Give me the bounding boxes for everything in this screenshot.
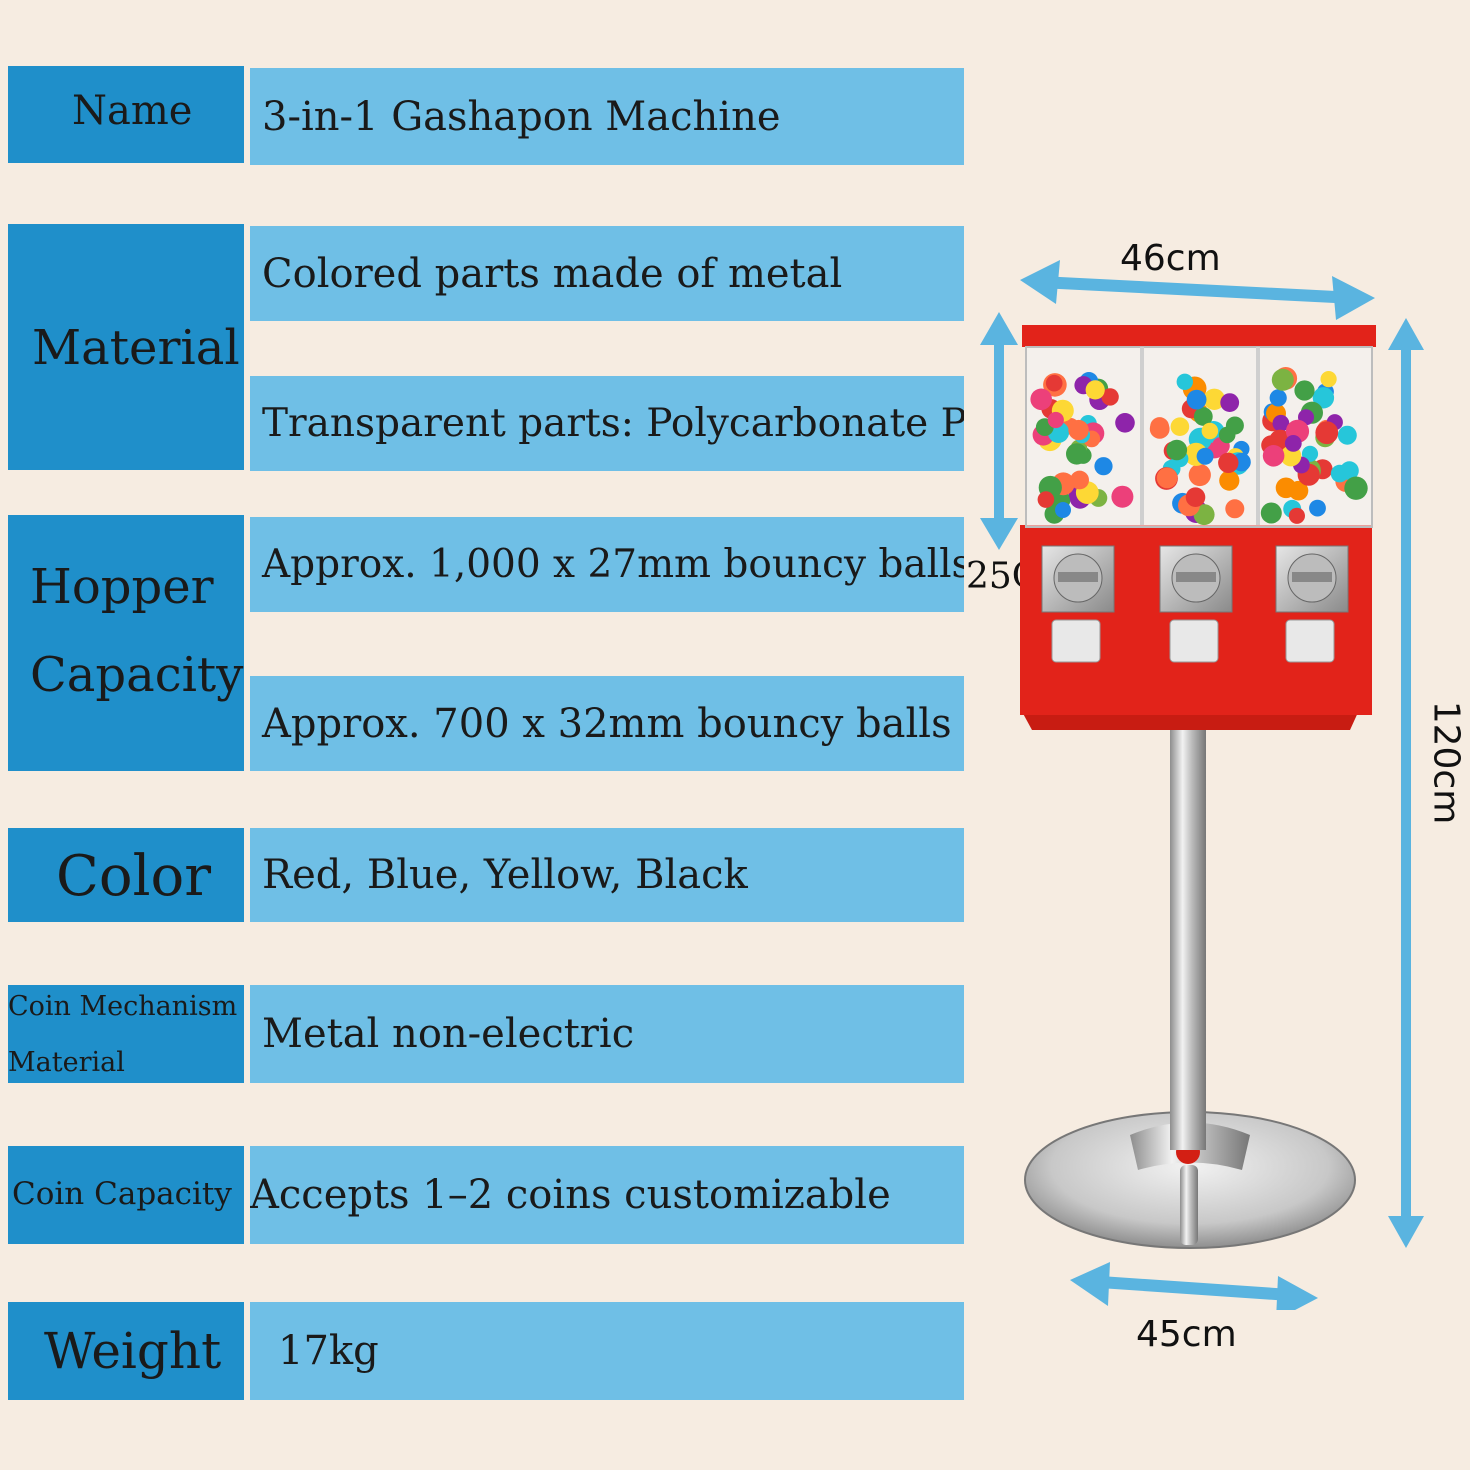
bouncy-ball [1085, 380, 1105, 400]
bouncy-ball [1269, 389, 1287, 407]
hopper-height-arrow [980, 312, 1018, 550]
bouncy-ball [1201, 422, 1219, 440]
bouncy-ball [1288, 507, 1305, 524]
bouncy-ball [1066, 443, 1088, 465]
bouncy-ball [1094, 457, 1113, 476]
gashapon-machine-illustration [980, 260, 1424, 1310]
coin-mechanism-label-bar: Coin Mechanism Material [8, 985, 244, 1083]
bouncy-balls [1030, 367, 1368, 526]
weight-value: 17kg [278, 1328, 379, 1374]
base-width-arrow [1070, 1262, 1318, 1310]
bouncy-ball [1101, 388, 1119, 406]
bouncy-ball [1055, 502, 1071, 518]
hopper-value-1: Approx. 1,000 x 27mm bouncy balls [262, 542, 964, 587]
weight-label: Weight [44, 1322, 222, 1380]
bouncy-ball [1047, 411, 1064, 429]
hopper-label-line-1: Hopper [30, 559, 214, 615]
coin-capacity-label: Coin Capacity [12, 1176, 232, 1212]
hopper-label-bar: Hopper Capacity [8, 515, 244, 771]
bouncy-ball [1030, 388, 1052, 411]
bouncy-ball [1150, 417, 1169, 436]
color-value-bar: Red, Blue, Yellow, Black [250, 828, 964, 922]
coin-mechanism-2 [1159, 545, 1233, 663]
coin-capacity-value: Accepts 1–2 coins customizable [250, 1172, 891, 1218]
bouncy-ball [1196, 447, 1214, 465]
bouncy-ball [1275, 477, 1297, 499]
name-value-bar: 3-in-1 Gashapon Machine [250, 68, 964, 165]
bouncy-ball [1309, 499, 1326, 517]
coin-mechanism-1 [1041, 545, 1115, 663]
bouncy-ball [1294, 380, 1315, 401]
coin-mechanism-label-line-2: Material [8, 1047, 125, 1078]
total-height-arrow [1388, 318, 1424, 1248]
bouncy-ball [1315, 421, 1339, 445]
bouncy-ball [1218, 452, 1239, 473]
weight-value-bar: 17kg [250, 1302, 964, 1400]
color-value: Red, Blue, Yellow, Black [262, 852, 748, 898]
bouncy-ball [1320, 371, 1337, 388]
bouncy-ball [1301, 445, 1319, 462]
base-width-label: 45cm [1136, 1314, 1237, 1355]
bouncy-ball [1111, 485, 1134, 508]
coin-mechanism-value-bar: Metal non-electric [250, 985, 964, 1083]
bouncy-ball [1068, 419, 1089, 441]
bouncy-ball [1271, 368, 1294, 391]
bouncy-ball [1260, 502, 1282, 524]
material-label: Material [32, 320, 240, 376]
bouncy-ball [1166, 439, 1188, 461]
bouncy-ball [1220, 393, 1240, 412]
hopper-label-line-2: Capacity [30, 647, 244, 703]
bouncy-ball [1219, 470, 1240, 491]
hopper-value-2: Approx. 700 x 32mm bouncy balls [262, 700, 952, 747]
coin-mechanism-label-line-1: Coin Mechanism [8, 991, 238, 1022]
material-value-2: Transparent parts: Polycarbonate PC [262, 401, 964, 446]
bouncy-ball [1037, 491, 1055, 508]
bouncy-ball [1188, 463, 1211, 487]
material-label-bar: Material [8, 224, 244, 470]
coin-mechanism-3 [1275, 545, 1349, 663]
bouncy-ball [1186, 389, 1207, 410]
bouncy-ball [1312, 387, 1335, 409]
name-value: 3-in-1 Gashapon Machine [262, 93, 781, 140]
coin-capacity-label-bar: Coin Capacity [8, 1146, 244, 1244]
material-value-1: Colored parts made of metal [262, 250, 843, 297]
bouncy-ball [1070, 470, 1089, 490]
bouncy-ball [1284, 435, 1302, 452]
bouncy-ball [1262, 445, 1285, 467]
top-width-arrow [1020, 260, 1375, 320]
bouncy-ball [1344, 476, 1368, 500]
bouncy-ball [1272, 414, 1290, 432]
bouncy-ball [1115, 413, 1135, 433]
weight-label-bar: Weight [8, 1302, 244, 1400]
hopper-value-bar-2: Approx. 700 x 32mm bouncy balls [250, 676, 964, 771]
bouncy-ball [1185, 487, 1206, 508]
bouncy-ball [1045, 374, 1063, 392]
bouncy-ball [1225, 499, 1245, 519]
bouncy-ball [1203, 388, 1225, 410]
bouncy-ball [1225, 416, 1244, 435]
material-value-bar-1: Colored parts made of metal [250, 226, 964, 321]
name-label: Name [72, 88, 193, 134]
coin-mechanism-value: Metal non-electric [262, 1011, 635, 1057]
coin-capacity-value-bar: Accepts 1–2 coins customizable [250, 1146, 964, 1244]
hopper-value-bar-1: Approx. 1,000 x 27mm bouncy balls [250, 517, 964, 612]
bouncy-ball [1156, 467, 1178, 489]
bouncy-ball [1337, 425, 1357, 445]
bouncy-ball [1330, 464, 1349, 483]
bouncy-ball [1193, 407, 1213, 426]
bouncy-ball [1170, 417, 1190, 436]
material-value-bar-2: Transparent parts: Polycarbonate PC [250, 376, 964, 471]
color-label-bar: Color [8, 828, 244, 922]
color-label: Color [56, 844, 211, 909]
top-width-label: 46cm [1120, 238, 1221, 279]
bouncy-ball [1176, 373, 1193, 390]
name-label-bar: Name [8, 66, 244, 163]
